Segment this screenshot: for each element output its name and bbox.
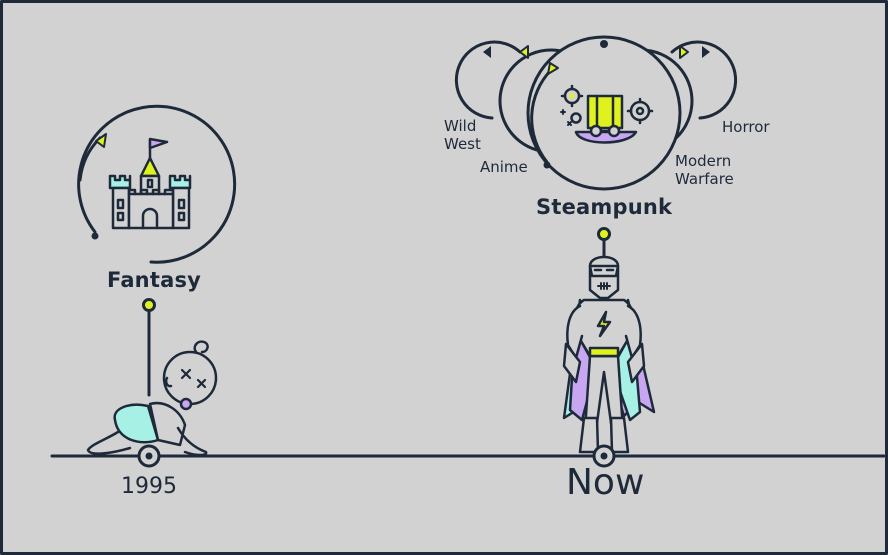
baby-pin bbox=[142, 298, 156, 397]
steampunk-arrow-icon bbox=[547, 62, 559, 75]
genre-label-modern-warfare: Modern Warfare bbox=[675, 152, 734, 188]
fantasy-cycle-arc bbox=[77, 104, 237, 264]
start-year-label: 1995 bbox=[121, 474, 177, 499]
genre-label-horror: Horror bbox=[722, 118, 770, 136]
superhero bbox=[562, 255, 656, 454]
fantasy-arrow-icon bbox=[95, 133, 107, 148]
genre-label-anime: Anime bbox=[480, 158, 528, 176]
castle-icon bbox=[108, 137, 192, 230]
now-label: Now bbox=[566, 462, 645, 503]
hero-pin bbox=[597, 227, 611, 262]
crawling-baby bbox=[86, 340, 218, 457]
genre-label-wild-west: Wild West bbox=[444, 117, 481, 153]
genre-bubbles bbox=[454, 35, 738, 191]
present-main-genre-label: Steampunk bbox=[536, 195, 673, 219]
fantasy-bubble bbox=[77, 104, 237, 264]
past-genre-label: Fantasy bbox=[107, 268, 202, 292]
top-hat-gears-icon bbox=[560, 84, 654, 144]
